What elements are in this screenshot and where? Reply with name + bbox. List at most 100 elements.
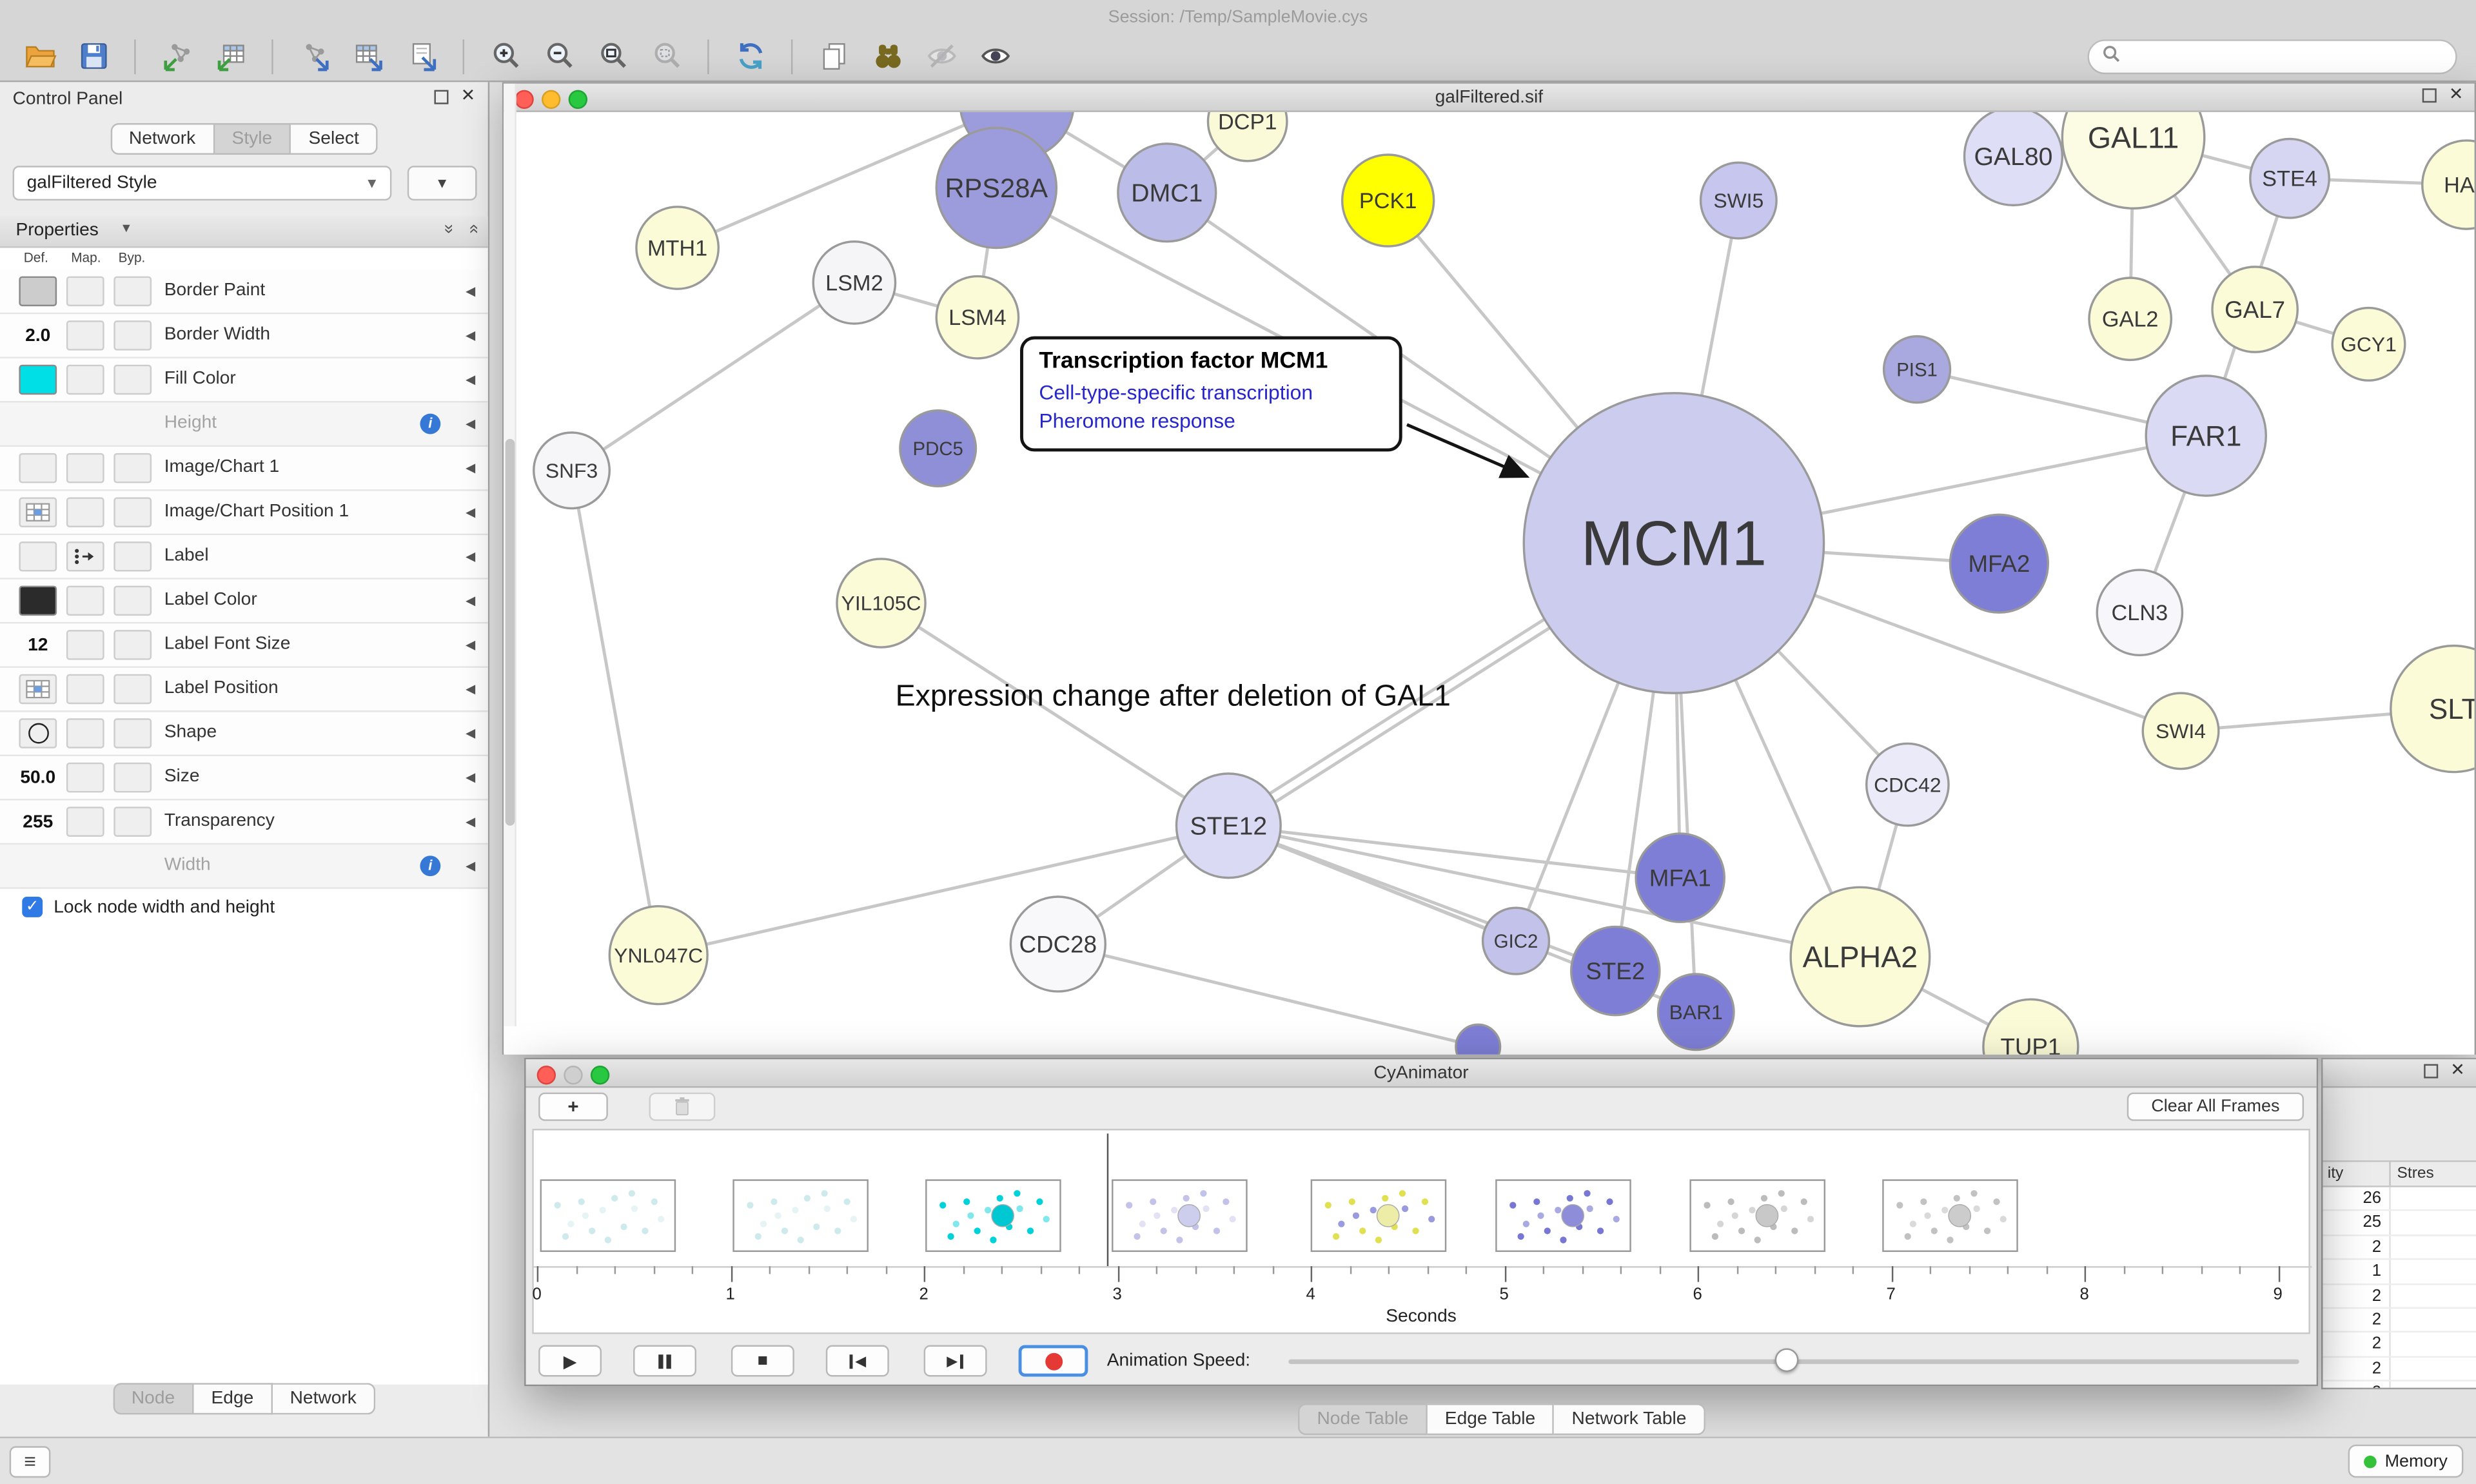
- float-window-icon[interactable]: [2422, 88, 2437, 103]
- table-row[interactable]: 26: [2323, 1187, 2476, 1212]
- bypass-cell[interactable]: [113, 453, 152, 483]
- close-traffic-light[interactable]: [515, 89, 534, 108]
- default-value-cell[interactable]: [19, 497, 57, 527]
- network-node-pdc5[interactable]: [899, 409, 978, 488]
- property-row[interactable]: Fill Color◀: [0, 358, 488, 403]
- float-window-icon[interactable]: [2423, 1064, 2438, 1079]
- property-row[interactable]: Border Paint◀: [0, 269, 488, 315]
- expand-arrow-icon[interactable]: ◀: [466, 726, 476, 741]
- previous-frame-button[interactable]: ◀: [825, 1345, 889, 1377]
- task-history-button[interactable]: ≡: [9, 1446, 51, 1478]
- bypass-cell[interactable]: [113, 320, 152, 351]
- frame-thumbnail-6[interactable]: [1495, 1179, 1631, 1253]
- table-row[interactable]: 25: [2323, 1211, 2476, 1236]
- table-panel-titlebar[interactable]: ✕: [2323, 1059, 2476, 1088]
- open-session-icon[interactable]: [15, 35, 63, 77]
- frame-thumbnail-5[interactable]: [1310, 1179, 1447, 1253]
- network-node-mfa1[interactable]: [1635, 832, 1726, 923]
- lock-size-checkbox[interactable]: ✓: [22, 897, 43, 917]
- expand-arrow-icon[interactable]: ◀: [466, 859, 476, 874]
- network-node-cdc28[interactable]: [1009, 895, 1107, 993]
- show-all-icon[interactable]: [971, 35, 1018, 77]
- default-value-cell[interactable]: [19, 453, 57, 483]
- default-value-cell[interactable]: 12: [28, 635, 48, 655]
- export-network-icon[interactable]: [291, 35, 338, 77]
- export-table-icon[interactable]: [344, 35, 391, 77]
- bypass-cell[interactable]: [113, 276, 152, 307]
- tab-network-table[interactable]: Network Table: [1554, 1403, 1705, 1436]
- network-node-dmc1[interactable]: [1117, 142, 1217, 243]
- default-value-cell[interactable]: [19, 276, 57, 307]
- network-node-lsm4[interactable]: [935, 275, 1020, 360]
- tab-node-table[interactable]: Node Table: [1298, 1403, 1428, 1436]
- network-node-gal11[interactable]: [2061, 112, 2206, 210]
- table-row[interactable]: 2: [2323, 1309, 2476, 1333]
- tab-network[interactable]: Network: [110, 123, 215, 155]
- table-row[interactable]: 1: [2323, 1260, 2476, 1285]
- property-row[interactable]: Image/Chart Position 1◀: [0, 491, 488, 536]
- tab-select[interactable]: Select: [291, 123, 378, 155]
- import-network-icon[interactable]: [153, 35, 201, 77]
- network-node-n1[interactable]: [1455, 1023, 1502, 1055]
- property-row[interactable]: Label◀: [0, 535, 488, 580]
- network-node-mcm1[interactable]: [1522, 392, 1825, 694]
- network-node-rps28a[interactable]: [935, 126, 1058, 249]
- network-node-bar1[interactable]: [1656, 973, 1735, 1051]
- expand-arrow-icon[interactable]: ◀: [466, 770, 476, 785]
- network-node-ste4[interactable]: [2249, 137, 2330, 219]
- close-window-icon[interactable]: ✕: [2448, 85, 2464, 104]
- network-node-cdc42[interactable]: [1865, 742, 1950, 827]
- network-node-cln3[interactable]: [2096, 569, 2184, 657]
- memory-button[interactable]: Memory: [2348, 1444, 2464, 1478]
- table-row[interactable]: 2: [2323, 1381, 2476, 1388]
- bypass-cell[interactable]: [113, 585, 152, 616]
- style-dropdown[interactable]: galFiltered Style ▼: [12, 166, 392, 201]
- frame-thumbnail-8[interactable]: [1882, 1179, 2018, 1253]
- bypass-cell[interactable]: [113, 762, 152, 793]
- expand-arrow-icon[interactable]: ◀: [466, 372, 476, 387]
- record-button[interactable]: [1018, 1345, 1088, 1377]
- default-value-cell[interactable]: [19, 364, 57, 395]
- play-button[interactable]: ▶: [538, 1345, 602, 1377]
- zoom-traffic-light[interactable]: [590, 1064, 610, 1084]
- close-traffic-light[interactable]: [536, 1064, 556, 1084]
- delete-frame-button[interactable]: [649, 1092, 716, 1121]
- property-row[interactable]: Label Position◀: [0, 667, 488, 712]
- first-neighbors-icon[interactable]: [864, 35, 911, 77]
- animator-titlebar[interactable]: CyAnimator: [526, 1059, 2317, 1088]
- frame-thumbnail-7[interactable]: [1689, 1179, 1826, 1253]
- scrollbar-thumb[interactable]: [505, 438, 515, 826]
- mapping-cell[interactable]: [66, 497, 104, 527]
- network-node-swi5[interactable]: [1699, 161, 1778, 240]
- bypass-cell[interactable]: [113, 718, 152, 748]
- expand-arrow-icon[interactable]: ◀: [466, 416, 476, 431]
- default-value-cell[interactable]: [19, 585, 57, 616]
- frame-thumbnail-3[interactable]: [925, 1179, 1061, 1253]
- bypass-cell[interactable]: [113, 497, 152, 527]
- bypass-cell[interactable]: [113, 364, 152, 395]
- network-node-far1[interactable]: [2145, 375, 2268, 497]
- zoom-in-icon[interactable]: [482, 35, 529, 77]
- table-row[interactable]: 2: [2323, 1357, 2476, 1382]
- default-value-cell[interactable]: [19, 718, 57, 748]
- collapse-all-icon[interactable]: »: [438, 224, 458, 234]
- annotation-link[interactable]: Cell-type-specific transcription: [1039, 380, 1313, 404]
- mapping-cell[interactable]: [66, 762, 104, 793]
- network-node-mth1[interactable]: [635, 206, 720, 290]
- mapping-cell[interactable]: [66, 453, 104, 483]
- expand-arrow-icon[interactable]: ◀: [466, 638, 476, 652]
- import-table-icon[interactable]: [207, 35, 254, 77]
- mapping-cell[interactable]: [66, 364, 104, 395]
- mapping-cell[interactable]: [66, 806, 104, 837]
- minimize-traffic-light[interactable]: [564, 1064, 583, 1084]
- network-node-gal80[interactable]: [1963, 112, 2064, 207]
- network-node-lsm2[interactable]: [812, 240, 897, 325]
- search-field[interactable]: [2128, 47, 2443, 66]
- next-frame-button[interactable]: ▶: [923, 1345, 987, 1377]
